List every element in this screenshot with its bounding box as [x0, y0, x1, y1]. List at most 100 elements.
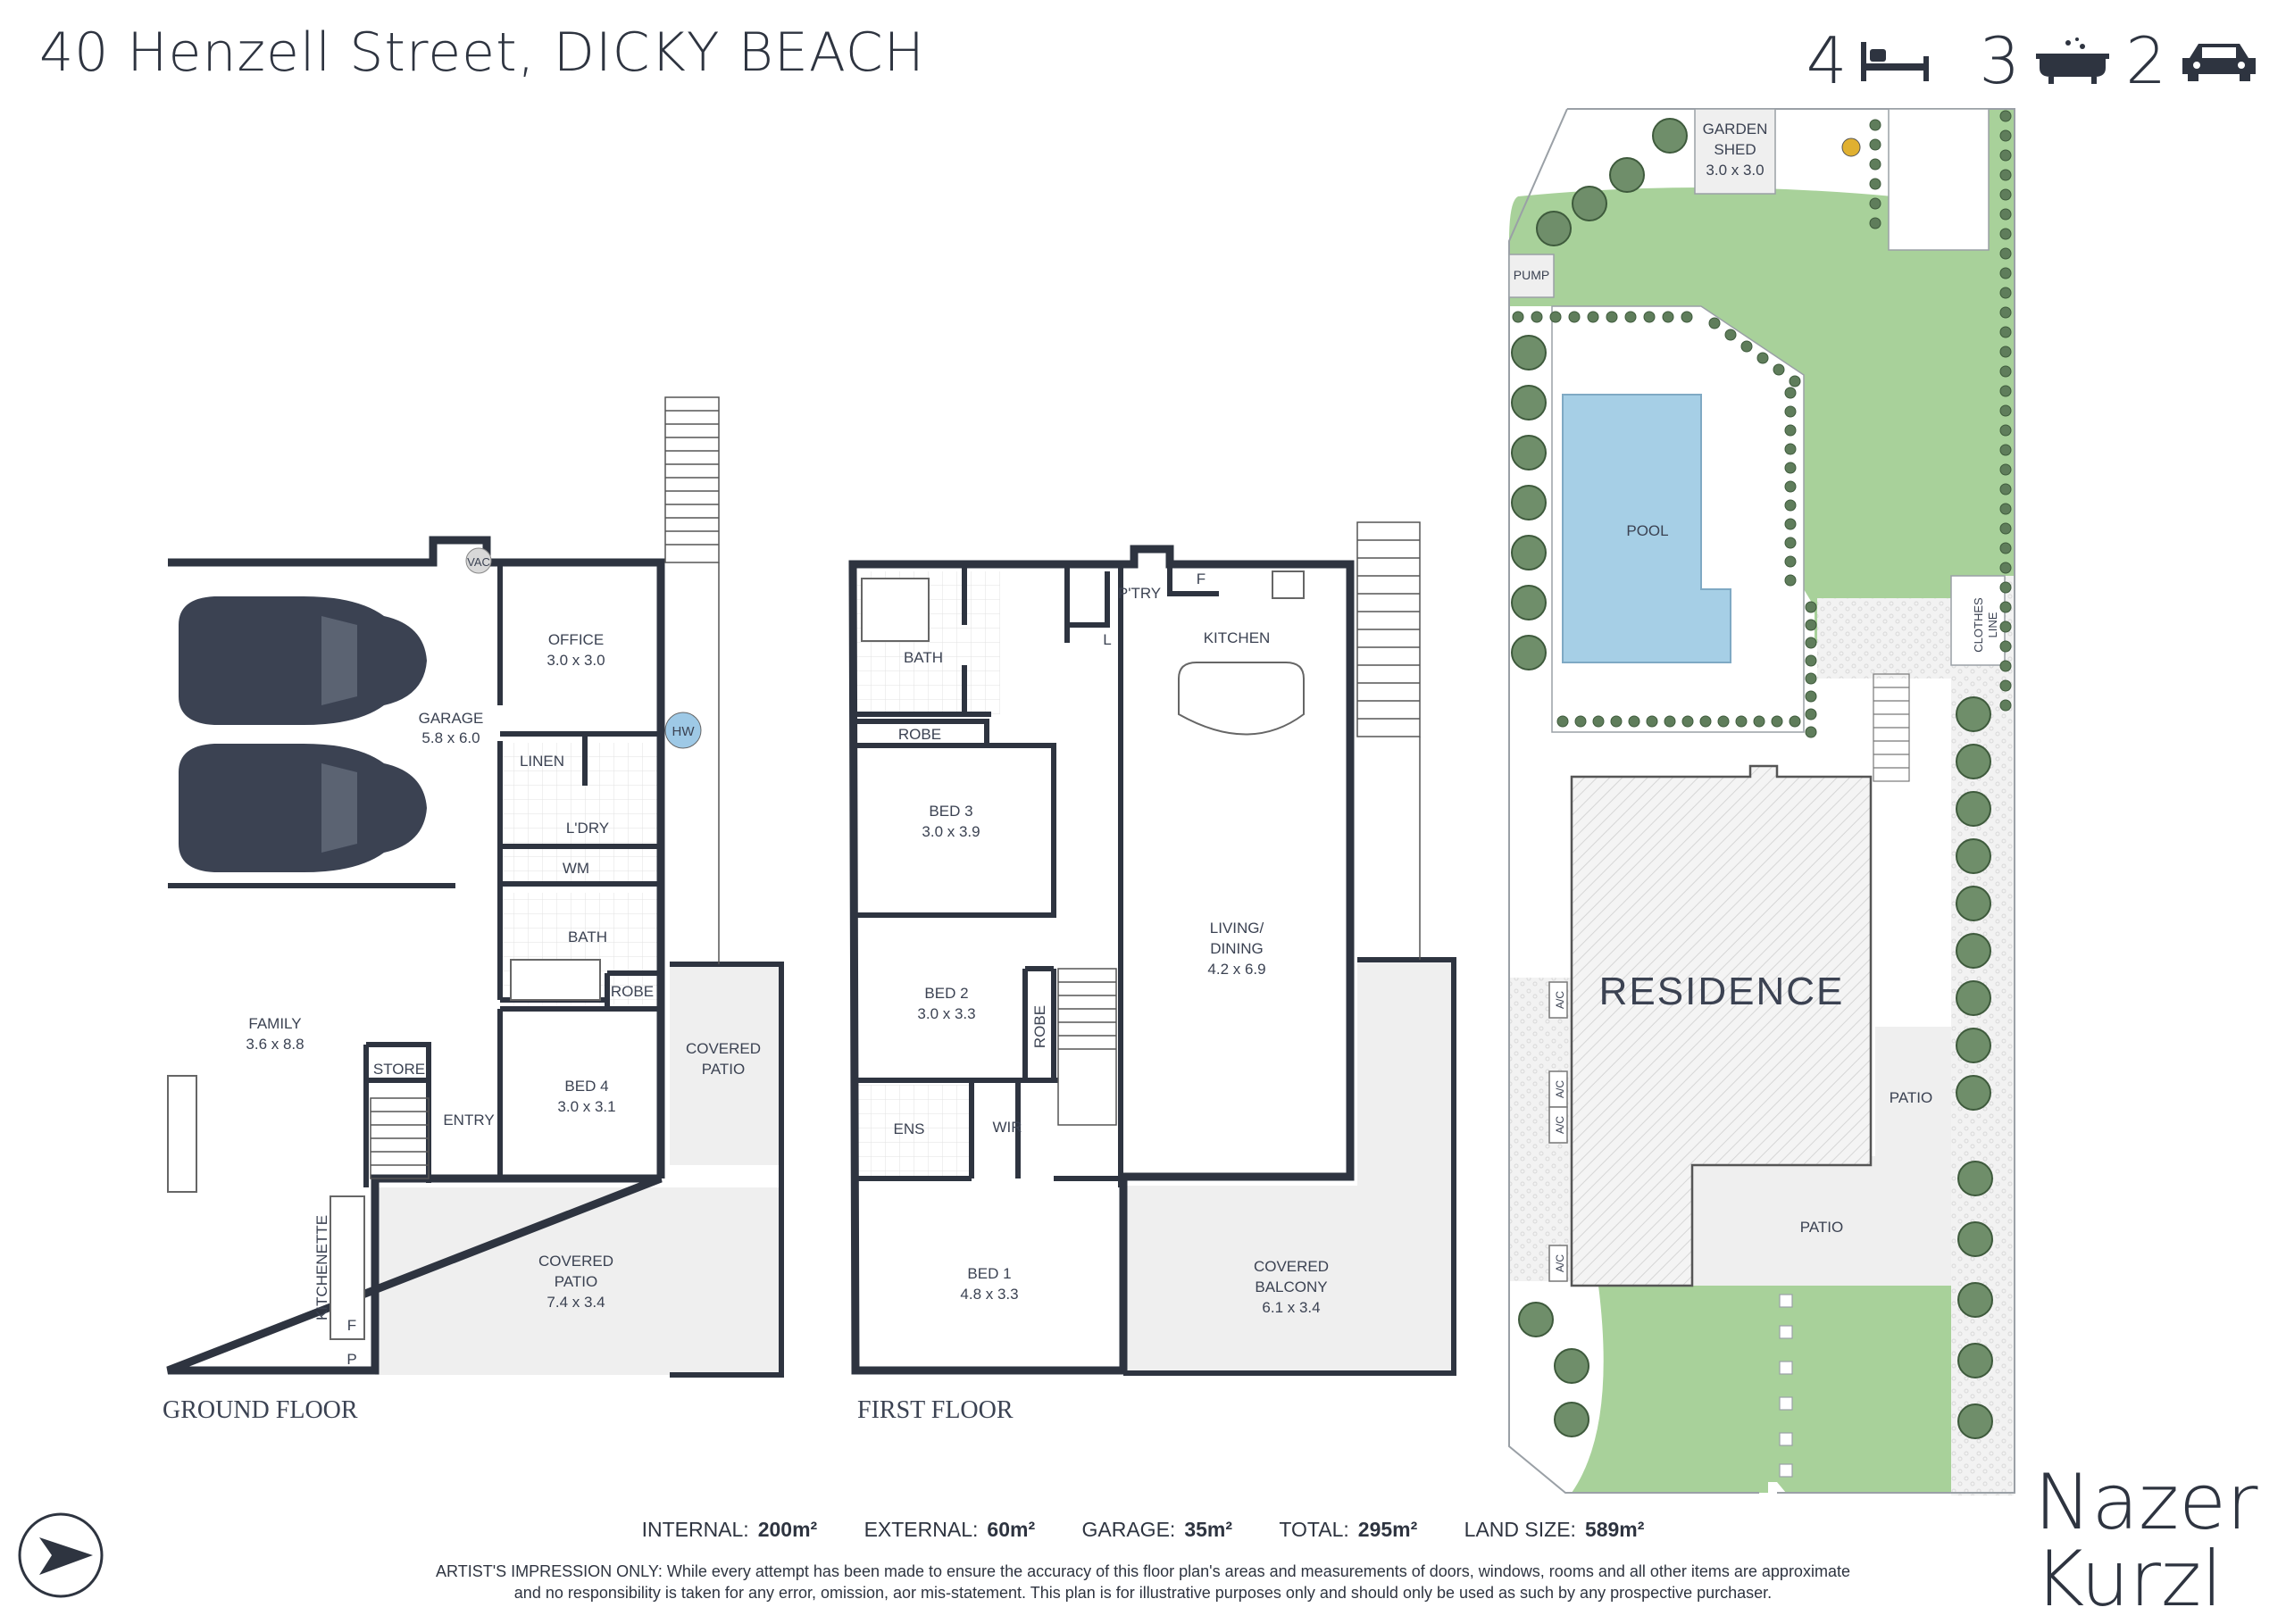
hedge-icon	[1784, 574, 1797, 587]
dining-label: DINING	[1210, 940, 1264, 957]
hedge-icon	[1664, 715, 1676, 728]
shrub-icon	[1957, 1221, 1993, 1257]
shrub-icon	[1956, 1028, 1991, 1063]
office-size: 3.0 x 3.0	[546, 652, 605, 669]
clothes-line	[1950, 575, 2006, 666]
rear-patio-site-label: PATIO	[1800, 1219, 1844, 1236]
bed3-label: BED 3	[929, 803, 972, 820]
garage-area-value: 35m²	[1184, 1518, 1233, 1541]
fridge-ground-label: F	[347, 1317, 356, 1334]
laundry-label: L'DRY	[566, 820, 609, 837]
garden-shed-label-2: SHED	[1714, 141, 1756, 158]
hw-label: HW	[672, 724, 696, 739]
shrub-icon	[1609, 157, 1645, 193]
hedge-icon	[1771, 715, 1783, 728]
first-stairs	[1057, 521, 1421, 1126]
bath-f-tub	[861, 578, 930, 642]
shrub-icon	[1511, 385, 1547, 421]
hedge-icon	[1574, 715, 1587, 728]
hedge-icon	[1805, 708, 1817, 720]
living-size: 4.2 x 6.9	[1207, 961, 1265, 978]
internal-area-value: 200m²	[757, 1518, 818, 1541]
kitchen-cooktop	[1272, 570, 1305, 599]
hedge-icon	[1773, 363, 1785, 376]
garden-shed-size: 3.0 x 3.0	[1706, 162, 1764, 179]
entry-label: ENTRY	[443, 1112, 494, 1128]
bed4-size: 3.0 x 3.1	[557, 1098, 615, 1115]
hedge-icon	[1999, 660, 2012, 672]
hedge-icon	[1999, 110, 2012, 122]
ac-label-3: A/C	[1554, 1116, 1566, 1134]
side-patio-label: COVERED	[686, 1040, 761, 1057]
hedge-icon	[1999, 208, 2012, 221]
hedge-icon	[1869, 158, 1881, 171]
ens-label: ENS	[894, 1120, 925, 1137]
shrub-icon	[1957, 1282, 1993, 1318]
bed4-label: BED 4	[564, 1078, 608, 1095]
hedge-icon	[1999, 620, 2012, 633]
pantry-ground-label: P	[346, 1351, 356, 1368]
shrub-icon	[1511, 335, 1547, 371]
family-size: 3.6 x 8.8	[246, 1036, 304, 1053]
hedge-icon	[1999, 169, 2012, 181]
hedge-icon	[1869, 178, 1881, 190]
external-area-label: EXTERNAL:	[864, 1518, 979, 1541]
hedge-icon	[1708, 317, 1721, 329]
ac-label-1: A/C	[1554, 991, 1566, 1009]
hedge-icon	[1999, 306, 2012, 319]
first-outer-wall	[848, 545, 1355, 1375]
laundry-tiles	[503, 743, 659, 884]
kitchenette-label: KITCHENETTE	[313, 1215, 330, 1320]
wm-label: WM	[563, 860, 589, 877]
first-floor-label: FIRST FLOOR	[857, 1396, 1014, 1424]
robe-first-label: ROBE	[898, 726, 941, 743]
property-stats: 4 3 2	[1806, 23, 2259, 98]
shrubs	[1511, 110, 2012, 1439]
bedroom-count: 4	[1806, 23, 1848, 98]
rear-lawn	[1509, 109, 2015, 737]
pool	[1562, 394, 1731, 663]
office-label: OFFICE	[548, 631, 604, 648]
hedge-icon	[1805, 726, 1817, 738]
kitchenette-bench	[330, 1195, 365, 1340]
ground-floor-plan: GARAGE 5.8 x 6.0 VAC OFFICE 3.0 x 3.0 HW…	[163, 396, 784, 1424]
site-outline	[1508, 108, 2015, 1494]
shrub-icon	[1536, 211, 1572, 246]
hedge-icon	[1999, 601, 2012, 613]
car-icon	[2182, 44, 2256, 81]
hedge-icon	[1999, 228, 2012, 240]
living-label: LIVING/	[1210, 920, 1264, 937]
hedge-icon	[1784, 387, 1797, 399]
hedge-icon	[1756, 352, 1769, 364]
hedge-icon	[1643, 311, 1656, 323]
hedge-icon	[1999, 365, 2012, 378]
shrub-icon	[1554, 1402, 1589, 1437]
shrub-icon	[1956, 791, 1991, 827]
total-area-label: TOTAL:	[1279, 1518, 1349, 1541]
hedge-icon	[1999, 404, 2012, 417]
shrub-icon	[1956, 933, 1991, 969]
hedge-icon	[1646, 715, 1658, 728]
car-silhouette-1	[179, 596, 427, 725]
shrub-icon	[1956, 838, 1991, 874]
robe-ground-label: ROBE	[611, 983, 654, 1000]
garden-shed	[1694, 108, 1776, 195]
hedge-icon	[1784, 537, 1797, 549]
hedge-icon	[1531, 311, 1543, 323]
side-patio-site-label: PATIO	[1890, 1089, 1933, 1106]
hedge-icon	[1662, 311, 1674, 323]
covered-patio-label: COVERED	[538, 1253, 613, 1270]
garage-area-label: GARAGE:	[1081, 1518, 1176, 1541]
balcony-area	[1123, 1186, 1454, 1373]
bathroom-count: 3	[1979, 23, 2021, 98]
hedge-icon	[1999, 581, 2012, 594]
pool-label: POOL	[1626, 522, 1668, 539]
disclaimer-line-2: and no responsibility is taken for any e…	[513, 1584, 1773, 1602]
pool-deck-path	[1817, 598, 1951, 679]
north-compass-icon	[18, 1512, 104, 1598]
hedge-icon	[1999, 129, 2012, 142]
covered-patio-side-area	[670, 964, 781, 1165]
hedge-icon	[1999, 522, 2012, 535]
hedge-icon	[1549, 311, 1562, 323]
balcony-side-area	[1357, 960, 1454, 1187]
